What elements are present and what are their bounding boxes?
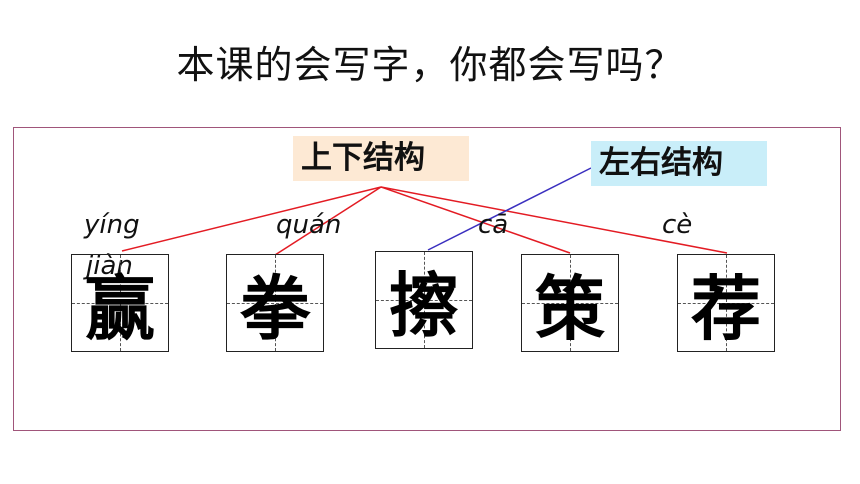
line-top-bottom-to-ying: [121, 186, 382, 252]
character-box-ying: 赢: [71, 254, 169, 352]
pinyin-jian: jiàn: [86, 251, 133, 281]
character-box-ca: 擦: [375, 251, 473, 349]
page-title: 本课的会写字，你都会写吗？: [176, 43, 684, 87]
content-frame: [13, 127, 841, 431]
character-quan: 拳: [240, 266, 310, 350]
pinyin-quan: quán: [276, 210, 342, 240]
character-ce: 策: [535, 266, 605, 350]
character-ca: 擦: [389, 263, 459, 347]
line-top-bottom-to-ce: [380, 186, 571, 254]
line-top-bottom-to-quan: [274, 186, 382, 256]
character-jian: 荐: [691, 266, 761, 350]
character-box-jian: 荐: [677, 254, 775, 352]
line-left-right-to-ca: [427, 167, 592, 251]
pinyin-ce: cè: [662, 210, 693, 240]
character-box-ce: 策: [521, 254, 619, 352]
character-box-quan: 拳: [226, 254, 324, 352]
label-top-bottom-structure: 上下结构: [293, 136, 469, 182]
label-left-right-structure: 左右结构: [591, 141, 767, 187]
line-top-bottom-to-jian: [380, 186, 728, 254]
character-ying: 赢: [85, 266, 155, 350]
pinyin-ca: cā: [478, 210, 509, 240]
pinyin-ying: yíng: [84, 210, 140, 240]
